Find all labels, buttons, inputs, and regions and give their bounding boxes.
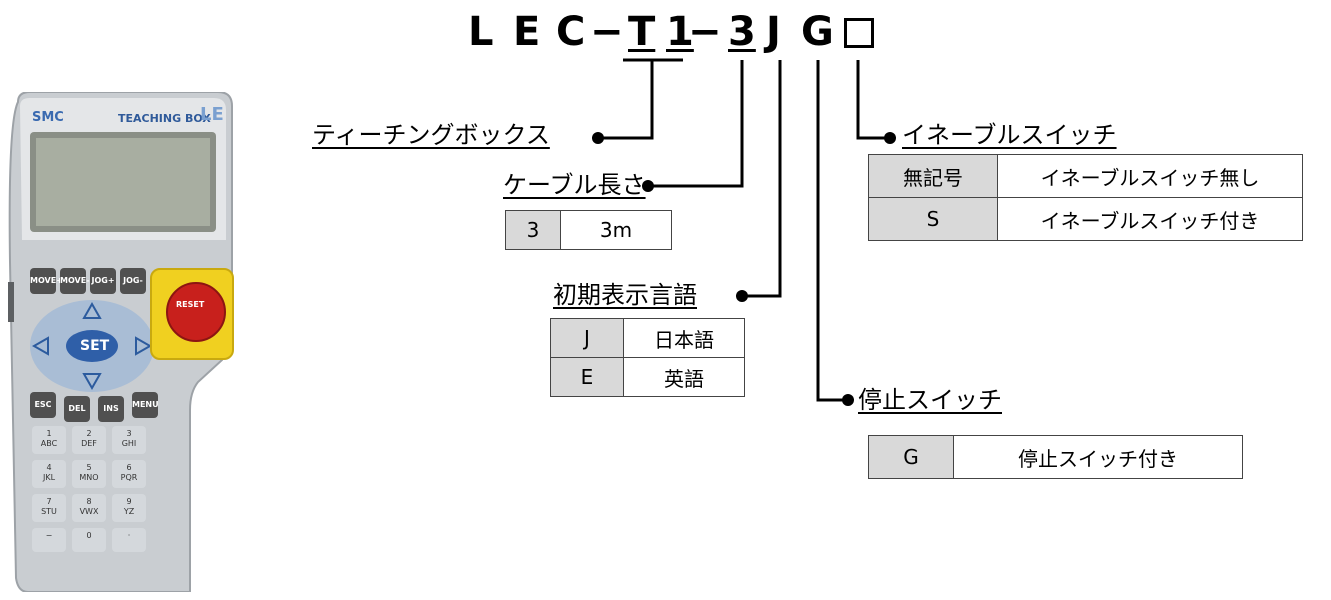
code-char-g: G bbox=[801, 9, 834, 55]
estop-label: RESET bbox=[176, 300, 205, 309]
lang-connector bbox=[742, 60, 782, 298]
enable-dot bbox=[884, 132, 896, 144]
stop-switch-table: G 停止スイッチ付き bbox=[868, 435, 1243, 479]
option-key: 無記号 bbox=[868, 154, 998, 198]
option-value: 英語 bbox=[623, 357, 745, 397]
option-value: イネーブルスイッチ無し bbox=[997, 154, 1303, 198]
option-value: イネーブルスイッチ付き bbox=[997, 197, 1303, 241]
device-title: TEACHING BOX bbox=[118, 112, 211, 125]
arrow-left-icon bbox=[31, 336, 49, 356]
option-key: S bbox=[868, 197, 998, 241]
num-key-dot[interactable]: · bbox=[112, 528, 146, 552]
code-dash-2: − bbox=[688, 9, 722, 55]
esc-key[interactable]: ESC bbox=[30, 392, 56, 418]
cable-length-table: 3 3m bbox=[505, 210, 672, 250]
label-enable-switch: イネーブルスイッチ bbox=[902, 121, 1117, 149]
arrow-down-icon bbox=[82, 373, 102, 391]
arrow-right-icon bbox=[135, 336, 153, 356]
option-key: G bbox=[868, 435, 954, 479]
table-row: G 停止スイッチ付き bbox=[868, 435, 1243, 479]
code-char-t: T bbox=[628, 9, 656, 55]
num-key-0[interactable]: 0 bbox=[72, 528, 106, 552]
label-stop-switch: 停止スイッチ bbox=[858, 386, 1002, 414]
code-char-l: L bbox=[468, 9, 494, 55]
label-teaching-box: ティーチングボックス bbox=[312, 121, 550, 149]
arrow-up-icon bbox=[82, 301, 102, 319]
enable-switch-table: 無記号 イネーブルスイッチ無し S イネーブルスイッチ付き bbox=[868, 154, 1303, 241]
table-row: 3 3m bbox=[505, 210, 672, 250]
table-row: J 日本語 bbox=[550, 318, 745, 358]
dpad bbox=[30, 300, 154, 392]
cable-connector bbox=[648, 60, 744, 188]
estop-button[interactable] bbox=[166, 282, 226, 342]
table-row: E 英語 bbox=[550, 357, 745, 397]
ins-key[interactable]: INS bbox=[98, 396, 124, 422]
num-key-minus[interactable]: − bbox=[32, 528, 66, 552]
code-char-1: 1 bbox=[666, 9, 694, 55]
jog-plus-key[interactable]: JOG+ bbox=[90, 268, 116, 294]
stop-dot bbox=[842, 394, 854, 406]
label-initial-language: 初期表示言語 bbox=[553, 281, 697, 309]
code-char-3: 3 bbox=[728, 9, 756, 55]
code-char-c: C bbox=[556, 9, 586, 55]
lang-dot bbox=[736, 290, 748, 302]
stop-connector bbox=[816, 60, 848, 402]
code-dash-1: − bbox=[590, 9, 624, 55]
set-button[interactable]: SET bbox=[80, 338, 110, 354]
del-key[interactable]: DEL bbox=[64, 396, 90, 422]
code-option-box bbox=[844, 18, 874, 48]
enable-connector bbox=[856, 60, 890, 140]
move-plus-key[interactable]: MOVE+ bbox=[30, 268, 63, 294]
brand-logo: SMC bbox=[32, 110, 64, 125]
t1-connector bbox=[598, 60, 654, 140]
table-row: S イネーブルスイッチ付き bbox=[868, 197, 1303, 241]
table-row: 無記号 イネーブルスイッチ無し bbox=[868, 154, 1303, 198]
t1-dot bbox=[592, 132, 604, 144]
option-key: 3 bbox=[505, 210, 561, 250]
menu-key[interactable]: MENU bbox=[132, 392, 159, 418]
option-value: 停止スイッチ付き bbox=[953, 435, 1243, 479]
option-value: 3m bbox=[560, 210, 672, 250]
jog-minus-key[interactable]: JOG- bbox=[120, 268, 146, 294]
label-cable-length: ケーブル長さ bbox=[503, 171, 646, 199]
device-logo: LE bbox=[200, 104, 224, 125]
move-minus-key[interactable]: MOVE- bbox=[60, 268, 90, 294]
option-key: E bbox=[550, 357, 624, 397]
teaching-box-device: SMC TEACHING BOX LE MOVE+ MOVE- JOG+ JOG… bbox=[8, 92, 236, 592]
option-value: 日本語 bbox=[623, 318, 745, 358]
cable-dot bbox=[642, 180, 654, 192]
option-key: J bbox=[550, 318, 624, 358]
language-table: J 日本語 E 英語 bbox=[550, 318, 745, 397]
code-char-e: E bbox=[513, 9, 541, 55]
code-char-j: J bbox=[766, 9, 781, 55]
